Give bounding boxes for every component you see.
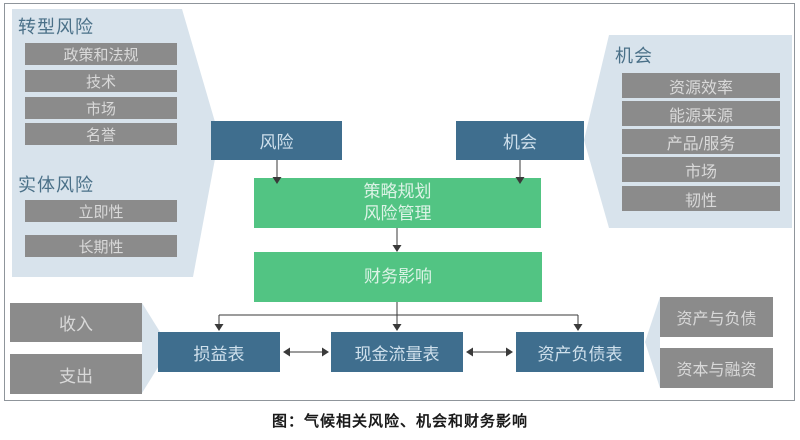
diagram-frame	[4, 3, 795, 401]
physical-risk-item-chronic: 长期性	[25, 235, 177, 257]
opportunity-item-resilience: 韧性	[622, 186, 780, 211]
transition-risk-item-market: 市场	[25, 97, 177, 119]
strategy-risk-management-box: 策略规划 风险管理	[254, 178, 541, 228]
assets-liabilities-box: 资产与负债	[660, 297, 773, 337]
transition-risk-item-policy: 政策和法规	[25, 43, 177, 65]
financial-impact-box: 财务影响	[254, 252, 542, 302]
opportunity-item-energy-source: 能源来源	[622, 101, 780, 126]
opportunities-panel-title: 机会	[615, 46, 653, 66]
opportunity-item-resource-efficiency: 资源效率	[622, 73, 780, 98]
opportunity-item-products-services: 产品/服务	[622, 129, 780, 154]
risk-box: 风险	[211, 121, 342, 160]
opportunity-item-market: 市场	[622, 157, 780, 182]
physical-risk-title: 实体风险	[18, 175, 94, 195]
figure-caption: 图：气候相关风险、机会和财务影响	[271, 413, 528, 430]
opportunity-box: 机会	[456, 121, 584, 160]
expense-box: 支出	[10, 354, 142, 394]
transition-risk-title: 转型风险	[18, 17, 94, 37]
risk-management-line: 风险管理	[363, 204, 432, 223]
revenue-box: 收入	[10, 303, 142, 342]
physical-risk-item-acute: 立即性	[25, 200, 177, 222]
capital-financing-box: 资本与融资	[660, 348, 773, 388]
cash-flow-statement-box: 现金流量表	[331, 332, 463, 372]
transition-risk-item-reputation: 名誉	[25, 123, 177, 145]
income-statement-box: 损益表	[158, 332, 280, 372]
balance-sheet-box: 资产负债表	[516, 332, 644, 372]
strategy-line: 策略规划	[363, 182, 432, 201]
transition-risk-item-technology: 技术	[25, 70, 177, 92]
